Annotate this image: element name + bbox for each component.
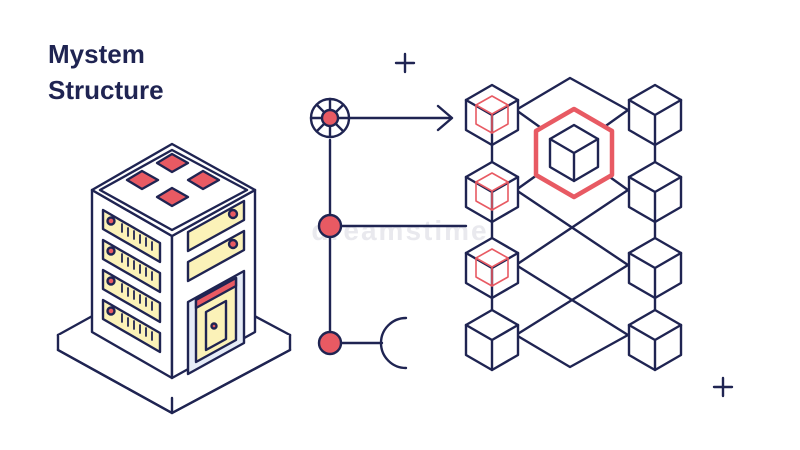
title-line-1: Mystem bbox=[48, 39, 145, 69]
node-dot-icon bbox=[317, 330, 343, 356]
block-cube-icon bbox=[627, 308, 683, 372]
server-drive-bays bbox=[101, 208, 162, 354]
plus-icon-top bbox=[394, 52, 416, 74]
block-cube-icon bbox=[464, 83, 520, 147]
block-cube-icon bbox=[627, 236, 683, 300]
block-cube-icon bbox=[464, 308, 520, 372]
block-network bbox=[464, 76, 683, 372]
server-rack-icon bbox=[56, 142, 292, 415]
plus-icon-bottom bbox=[712, 376, 734, 398]
block-cube-icon bbox=[464, 236, 520, 300]
node-dot-icon bbox=[317, 213, 343, 239]
server-side-panels bbox=[186, 199, 246, 376]
title-line-2: Structure bbox=[48, 75, 164, 105]
page-title: Mystem Structure bbox=[48, 36, 164, 108]
block-cube-icon bbox=[464, 160, 520, 224]
network-hub-icon bbox=[309, 97, 351, 139]
block-cube-icon bbox=[627, 160, 683, 224]
highlighted-block-icon bbox=[533, 106, 615, 200]
block-cube-icon bbox=[627, 83, 683, 147]
connection-lines bbox=[328, 104, 468, 370]
